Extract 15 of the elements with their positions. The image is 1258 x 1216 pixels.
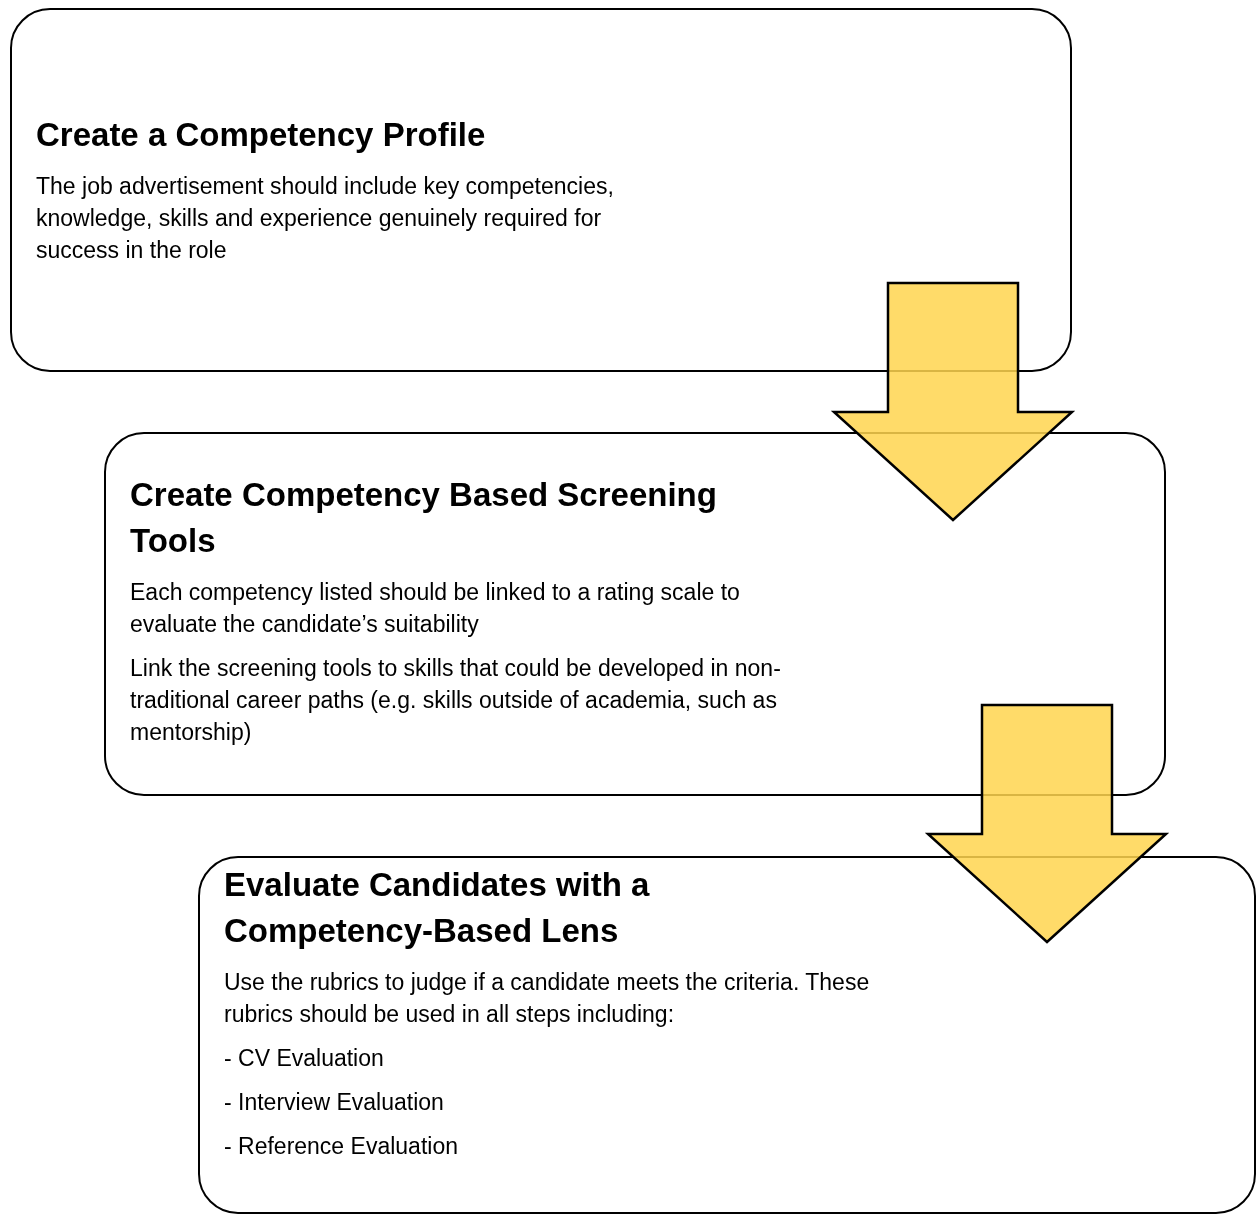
step-box	[198, 856, 1256, 1214]
step-heading: Create Competency Based Screening Tools	[130, 475, 718, 561]
step-description: - CV Evaluation	[224, 1044, 385, 1073]
step-description: The job advertisement should include key competencies, knowledge, skills and experience genuinely required for success in the role	[36, 172, 615, 265]
step-description: Link the screening tools to skills that could be developed in non-traditional career paths (e.g. skills outside of academia, such as mentorship)	[130, 654, 782, 747]
step-description: Each competency listed should be linked to a rating scale to evaluate the candidate’s suitability	[130, 578, 741, 639]
step-heading: Evaluate Candidates with a Competency-Based Lens	[224, 865, 651, 951]
step-description: - Interview Evaluation	[224, 1088, 445, 1117]
step-box	[104, 432, 1166, 796]
step-description: Use the rubrics to judge if a candidate meets the criteria. These rubrics should be used in all steps including:	[224, 968, 871, 1029]
block-arrow	[924, 703, 1170, 944]
step-box	[10, 8, 1072, 372]
step-description: - Reference Evaluation	[224, 1132, 459, 1161]
step-heading: Create a Competency Profile	[36, 115, 487, 155]
block-arrow	[830, 281, 1076, 522]
